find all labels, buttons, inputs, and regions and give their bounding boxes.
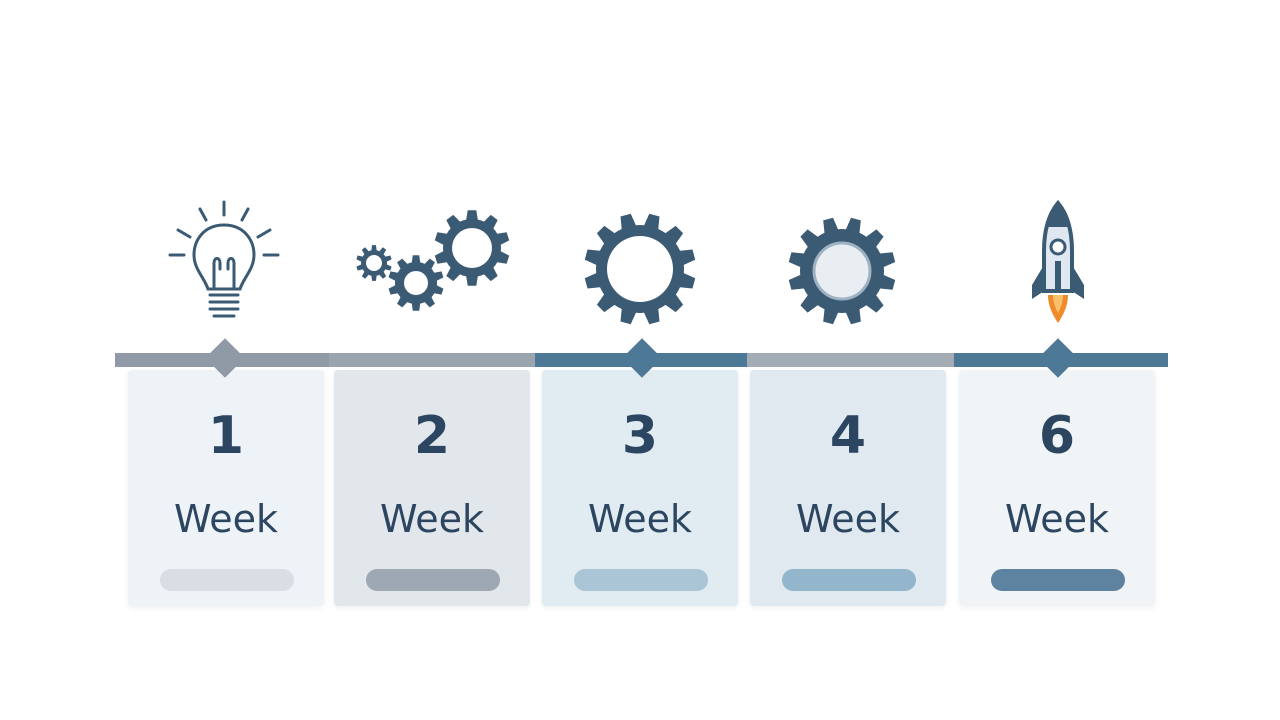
step-number: 3 — [621, 406, 659, 466]
step-number: 1 — [207, 406, 245, 466]
lightbulb-icon — [144, 195, 304, 335]
step-card-3: 3 Week — [542, 370, 738, 606]
step-number: 2 — [413, 406, 451, 466]
progress-pill — [991, 569, 1125, 591]
timeline-segment — [329, 353, 535, 367]
progress-pill — [366, 569, 500, 591]
step-label: Week — [1004, 497, 1110, 541]
gear-icon — [560, 195, 720, 335]
step-card-1: 1 Week — [128, 370, 324, 606]
step-number: 4 — [829, 406, 867, 466]
step-label: Week — [587, 497, 693, 541]
step-card-4: 4 Week — [750, 370, 946, 606]
step-label: Week — [795, 497, 901, 541]
progress-pill — [160, 569, 294, 591]
step-card-2: 2 Week — [334, 370, 530, 606]
step-card-6: 6 Week — [959, 370, 1155, 606]
gear-icon — [762, 195, 922, 335]
rocket-icon — [978, 195, 1138, 335]
step-label: Week — [379, 497, 485, 541]
gears-icon — [352, 195, 512, 335]
progress-pill — [782, 569, 916, 591]
progress-pill — [574, 569, 708, 591]
timeline-segment — [747, 353, 954, 367]
step-label: Week — [173, 497, 279, 541]
step-number: 6 — [1038, 406, 1076, 466]
